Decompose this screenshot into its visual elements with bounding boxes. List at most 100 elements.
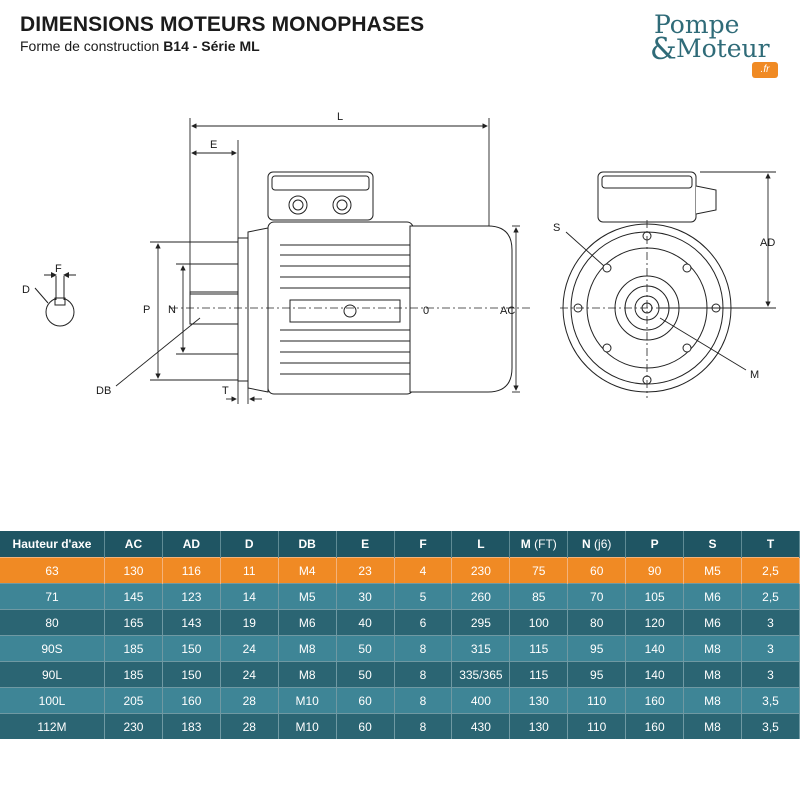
table-cell: 130 xyxy=(509,687,569,714)
label-P: P xyxy=(143,304,150,316)
table-cell: 150 xyxy=(162,661,221,688)
table-cell: M6 xyxy=(683,583,742,610)
side-dimension-lines xyxy=(115,118,520,404)
motor-drawing-svg: L E F D P N DB T 0 AC AD S M xyxy=(22,111,776,404)
table-cell: 50 xyxy=(336,635,395,662)
table-cell: 160 xyxy=(625,713,685,739)
table-cell: 295 xyxy=(451,609,511,636)
column-header: P xyxy=(625,531,685,558)
table-cell: 85 xyxy=(509,583,569,610)
table-cell: 11 xyxy=(220,557,279,584)
table-cell: 112M xyxy=(0,713,105,739)
motor-front-view xyxy=(560,171,735,398)
table-cell: 120 xyxy=(625,609,685,636)
label-E: E xyxy=(210,139,217,151)
table-cell: 100L xyxy=(0,687,105,714)
table-cell: M8 xyxy=(683,635,742,662)
table-cell: 115 xyxy=(509,661,569,688)
column-header-label: E xyxy=(361,537,370,551)
table-cell: 145 xyxy=(104,583,163,610)
table-cell: 315 xyxy=(451,635,511,662)
table-cell: M5 xyxy=(683,557,742,584)
column-header: AD xyxy=(162,531,221,558)
label-AD: AD xyxy=(760,237,775,249)
table-cell: 90S xyxy=(0,635,105,662)
table-cell: 130 xyxy=(104,557,163,584)
label-DB: DB xyxy=(96,385,111,397)
table-cell: 123 xyxy=(162,583,221,610)
table-cell: 143 xyxy=(162,609,221,636)
brand-logo: Pompe & Moteur .fr xyxy=(648,10,788,85)
table-cell: 8 xyxy=(394,635,453,662)
table-cell: 185 xyxy=(104,635,163,662)
column-header: D xyxy=(220,531,279,558)
subtitle-bold: B14 - Série ML xyxy=(163,38,260,54)
table-cell: 80 xyxy=(567,609,627,636)
table-cell: 2,5 xyxy=(741,583,800,610)
table-cell: 160 xyxy=(625,687,685,714)
table-cell: 19 xyxy=(220,609,279,636)
table-cell: 130 xyxy=(509,713,569,739)
table-cell: 260 xyxy=(451,583,511,610)
motor-dimension-drawing: L E F D P N DB T 0 AC AD S M xyxy=(0,95,800,425)
column-header: T xyxy=(741,531,800,558)
table-cell: 115 xyxy=(509,635,569,662)
table-cell: 205 xyxy=(104,687,163,714)
table-cell: 80 xyxy=(0,609,105,636)
table-cell: 90 xyxy=(625,557,685,584)
table-cell: 40 xyxy=(336,609,395,636)
table-cell: 230 xyxy=(451,557,511,584)
motor-side-view xyxy=(170,171,530,395)
column-header-unit: (j6) xyxy=(594,537,612,551)
table-cell: 150 xyxy=(162,635,221,662)
column-header-label: AD xyxy=(182,537,201,551)
table-cell: 75 xyxy=(509,557,569,584)
column-header-unit: (FT) xyxy=(534,537,557,551)
table-cell: M5 xyxy=(278,583,337,610)
table-cell: 95 xyxy=(567,635,627,662)
table-cell: M8 xyxy=(683,713,742,739)
table-cell: 50 xyxy=(336,661,395,688)
table-cell: 8 xyxy=(394,713,453,739)
table-cell: M6 xyxy=(683,609,742,636)
table-cell: M10 xyxy=(278,687,337,714)
column-header: DB xyxy=(278,531,337,558)
table-cell: 3,5 xyxy=(741,713,800,739)
table-cell: 70 xyxy=(567,583,627,610)
shaft-key-detail xyxy=(34,272,76,327)
logo-line2: Moteur xyxy=(676,34,770,63)
column-header-label: N xyxy=(582,537,591,551)
table-cell: M8 xyxy=(278,635,337,662)
table-cell: 3,5 xyxy=(741,687,800,714)
table-cell: 30 xyxy=(336,583,395,610)
column-header: S xyxy=(683,531,742,558)
table-cell: 60 xyxy=(336,713,395,739)
page-subtitle: Forme de construction B14 - Série ML xyxy=(20,38,260,54)
column-header-label: F xyxy=(419,537,427,551)
table-cell: M8 xyxy=(278,661,337,688)
column-header: Hauteur d'axe xyxy=(0,531,105,558)
label-L: L xyxy=(337,111,343,123)
column-header-label: P xyxy=(650,537,659,551)
logo-line1: Pompe xyxy=(654,10,740,39)
column-header-label: M xyxy=(520,537,531,551)
table-cell: M8 xyxy=(683,687,742,714)
table-cell: 71 xyxy=(0,583,105,610)
subtitle-prefix: Forme de construction xyxy=(20,38,160,54)
table-cell: 400 xyxy=(451,687,511,714)
table-cell: M4 xyxy=(278,557,337,584)
table-cell: 5 xyxy=(394,583,453,610)
table-cell: 90L xyxy=(0,661,105,688)
table-cell: 185 xyxy=(104,661,163,688)
column-header: M (FT) xyxy=(509,531,569,558)
table-cell: M10 xyxy=(278,713,337,739)
column-header: E xyxy=(336,531,395,558)
table-cell: 28 xyxy=(220,687,279,714)
